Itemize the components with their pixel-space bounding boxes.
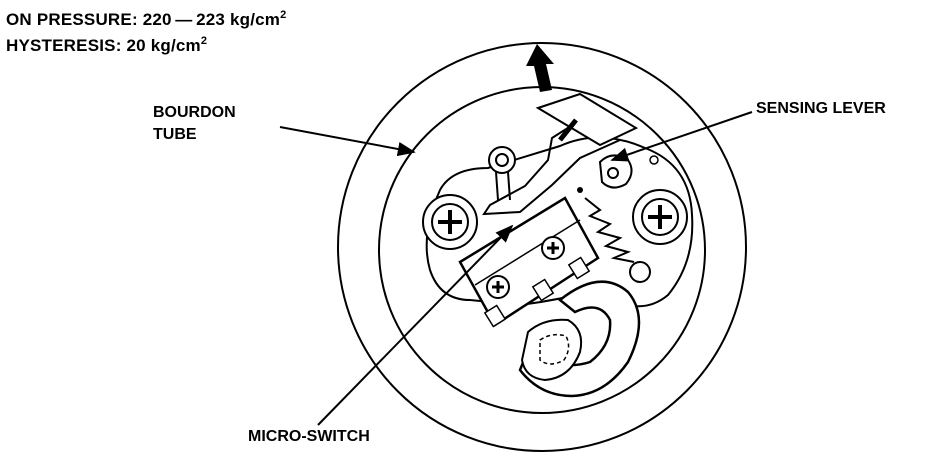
hysteresis-spec: HYSTERESIS: 20 kg/cm2	[6, 35, 207, 56]
right-screw-icon	[632, 189, 688, 245]
sensing-lever-leader	[610, 111, 753, 162]
micro-switch-leader	[317, 224, 514, 426]
on-pressure-text: ON PRESSURE: 220 — 223 kg/cm	[6, 10, 281, 29]
on-pressure-spec: ON PRESSURE: 220 — 223 kg/cm2	[6, 9, 286, 30]
on-pressure-exponent: 2	[280, 9, 287, 21]
bourdon-tube-leader	[279, 126, 416, 157]
bourdon-tube-label-line2: TUBE	[153, 126, 197, 143]
sensing-lever	[482, 92, 639, 216]
micro-switch-body	[458, 196, 600, 328]
bourdon-tube-hook	[518, 280, 641, 398]
outer-housing-ring	[337, 42, 747, 452]
movement-arrow-icon	[526, 44, 554, 92]
tension-spring	[584, 197, 635, 263]
bourdon-tube-label-line1: BOURDON	[153, 104, 236, 121]
hysteresis-text: HYSTERESIS: 20 kg/cm	[6, 36, 201, 55]
lower-right-hole	[629, 261, 651, 283]
top-pivot-post	[488, 146, 516, 201]
hysteresis-exponent: 2	[200, 35, 208, 47]
sensing-lever-pivot	[577, 154, 659, 193]
left-screw-icon	[422, 194, 478, 250]
bourdon-tube-label: BOURDON TUBE	[153, 102, 236, 146]
micro-switch-label: MICRO-SWITCH	[248, 428, 370, 445]
sensing-lever-label: SENSING LEVER	[756, 100, 886, 117]
